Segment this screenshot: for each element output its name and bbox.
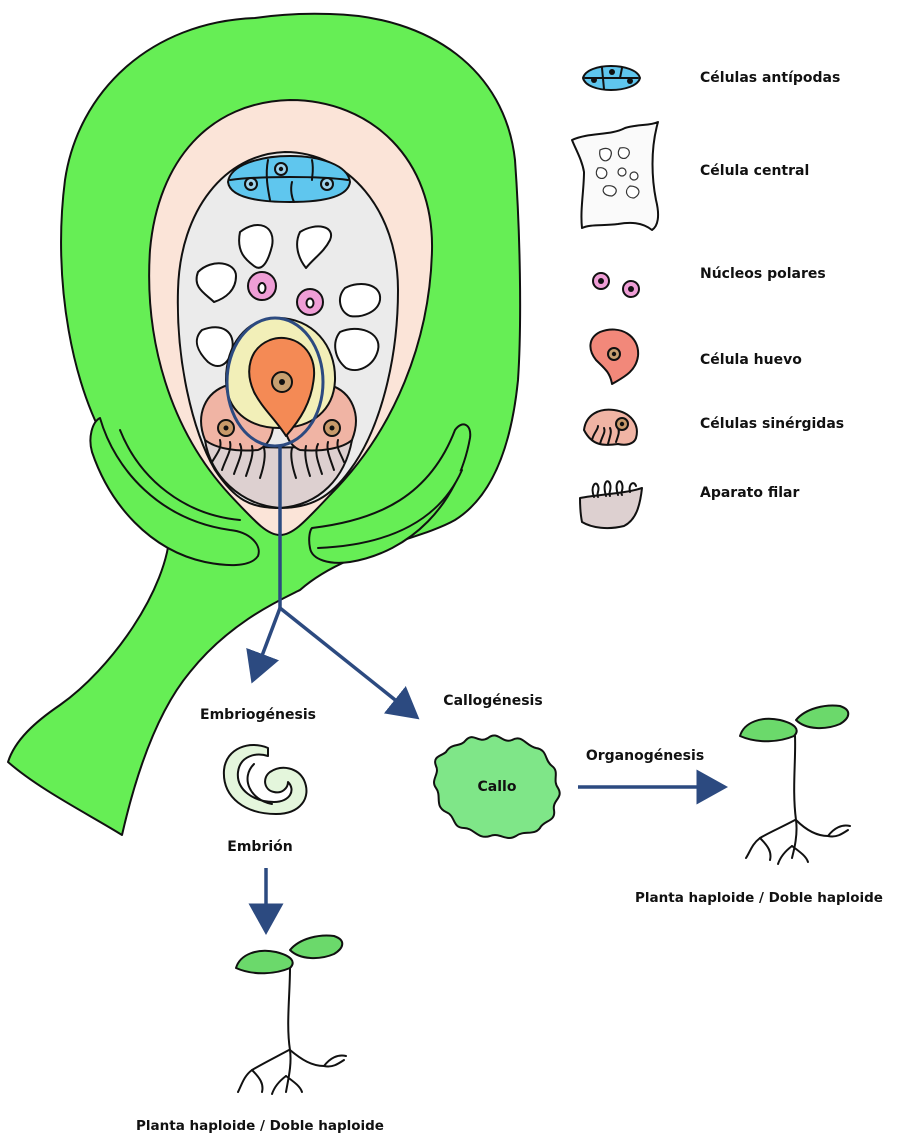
legend: Células antípodas Célula central Núcleos… [572,66,844,528]
legend-label-huevo: Célula huevo [700,352,802,368]
plantlet-icon [740,706,850,864]
embryo-icon [224,745,307,814]
antipodal-cells [228,156,350,202]
synergid-cells-icon [584,410,637,445]
legend-label-central: Célula central [700,163,809,179]
label-embrion: Embrión [227,839,292,855]
label-callogenesis: Callogénesis [443,693,542,709]
legend-label-antipodas: Células antípodas [700,70,840,86]
label-embriogenesis: Embriogénesis [200,707,316,723]
label-planta-left: Planta haploide / Doble haploide [136,1118,384,1134]
arrow-to-callogenesis [280,608,414,715]
label-planta-right: Planta haploide / Doble haploide [635,890,883,906]
central-cell-icon [572,122,658,230]
antipodal-cells-icon [583,66,640,90]
legend-label-filar: Aparato filar [700,485,799,501]
label-callo: Callo [478,779,517,795]
polar-nuclei-icon [593,273,639,297]
filiform-apparatus-icon [580,481,642,528]
legend-label-sinergidas: Células sinérgidas [700,416,844,432]
label-organogenesis: Organogénesis [586,748,704,764]
plantlet-icon-left [236,936,346,1094]
legend-label-polares: Núcleos polares [700,266,826,282]
egg-cell-icon [590,329,638,384]
arrow-to-embryogenesis [254,608,280,677]
